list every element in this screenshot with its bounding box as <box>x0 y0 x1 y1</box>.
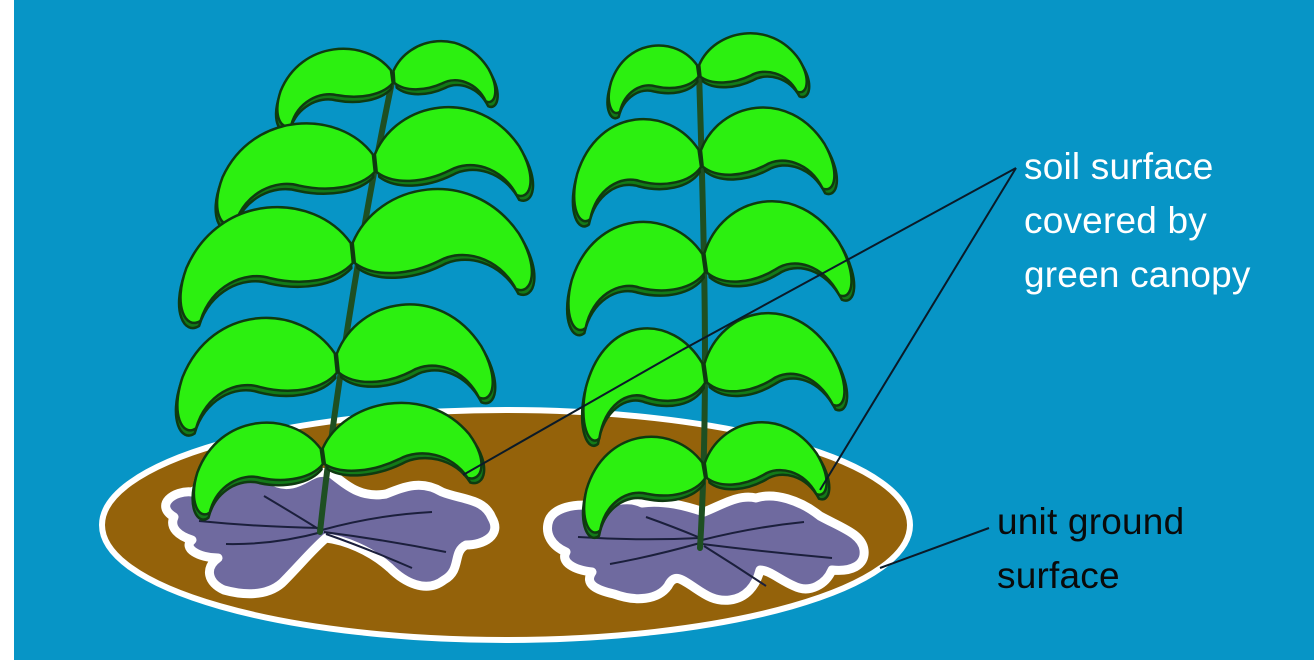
ground-label-line-2: surface <box>997 549 1184 603</box>
ground-label-line-1: unit ground <box>997 495 1184 549</box>
canopy-label-line-3: green canopy <box>1024 248 1251 302</box>
canopy-label-line-2: covered by <box>1024 194 1251 248</box>
ground-label: unit ground surface <box>997 495 1184 603</box>
diagram: soil surface covered by green canopy uni… <box>14 0 1314 660</box>
canopy-label: soil surface covered by green canopy <box>1024 140 1251 302</box>
canopy-label-line-1: soil surface <box>1024 140 1251 194</box>
